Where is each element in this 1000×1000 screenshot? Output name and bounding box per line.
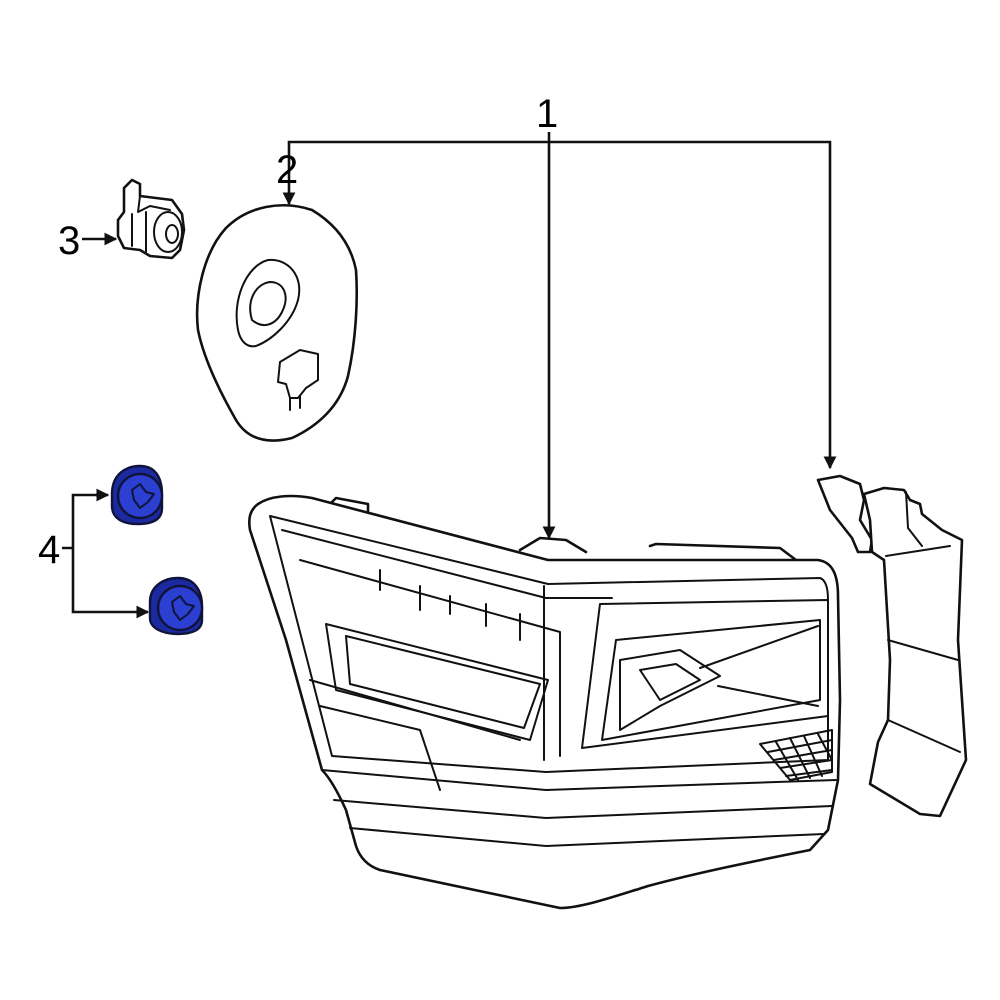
callout-1: 1 xyxy=(536,92,559,136)
leader-1-horizontal xyxy=(287,140,837,470)
fastener-lower xyxy=(148,576,204,636)
callout-3: 3 xyxy=(58,219,81,263)
tail-lamp-assembly xyxy=(247,494,842,910)
callout-2: 2 xyxy=(276,148,299,192)
leader-4-bracket xyxy=(62,493,146,614)
callout-4: 4 xyxy=(38,528,61,572)
access-cover xyxy=(195,204,359,442)
fastener-upper xyxy=(110,464,164,526)
reflector-grid xyxy=(759,729,833,781)
bulb-socket xyxy=(116,178,186,260)
leader-lines xyxy=(62,132,837,619)
lamp-bracket xyxy=(816,474,968,818)
